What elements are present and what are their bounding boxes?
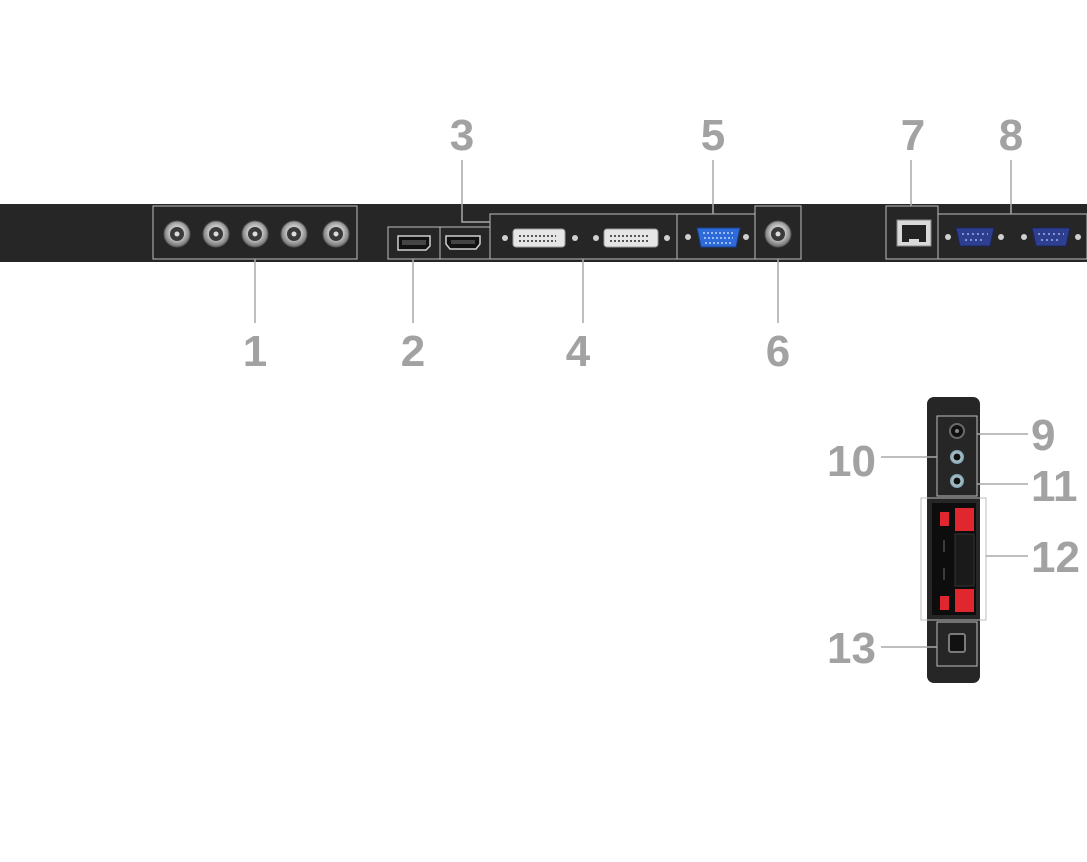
displayport-icon [397, 235, 431, 251]
callout-1: 1 [243, 327, 267, 376]
leader-3 [461, 160, 490, 223]
callout-7: 7 [901, 111, 925, 160]
callout-12: 12 [1031, 533, 1080, 582]
audio-jack-icon [950, 450, 964, 464]
speaker-terminal-icon [932, 503, 976, 615]
side-group-outlines [920, 415, 987, 667]
bnc-connector-icon [280, 220, 308, 248]
callout-9: 9 [1031, 411, 1055, 460]
callout-5: 5 [701, 111, 725, 160]
callout-6: 6 [766, 327, 790, 376]
callout-8: 8 [999, 111, 1023, 160]
audio-jack-icon [950, 474, 964, 488]
callout-4: 4 [566, 327, 591, 376]
callout-13: 13 [827, 624, 876, 673]
callout-3: 3 [450, 111, 474, 160]
group-8-outline [937, 213, 1087, 260]
callout-2: 2 [401, 327, 425, 376]
dvi-connector-icon [593, 228, 670, 248]
hdmi-icon [445, 235, 481, 250]
power-port-icon [949, 423, 965, 439]
group-13-outline [936, 621, 978, 667]
rj45-port-icon [896, 219, 932, 247]
bnc-connector-icon [241, 220, 269, 248]
bnc-connector-icon [764, 220, 792, 248]
callout-11: 11 [1031, 462, 1078, 511]
bnc-connector-icon [322, 220, 350, 248]
bnc-connector-icon [202, 220, 230, 248]
group-9-11-outline [936, 415, 978, 497]
bnc-connector-icon [163, 220, 191, 248]
callout-10: 10 [827, 437, 876, 486]
leader-lines [254, 160, 1012, 323]
vga-connector-icon [685, 227, 749, 248]
serial-port-icon [945, 227, 1004, 247]
dvi-connector-icon [502, 228, 578, 248]
power-port-icon [948, 633, 966, 653]
serial-port-icon [1021, 227, 1081, 247]
group-12-outline [920, 497, 987, 621]
side-leader-lines [881, 433, 1028, 648]
